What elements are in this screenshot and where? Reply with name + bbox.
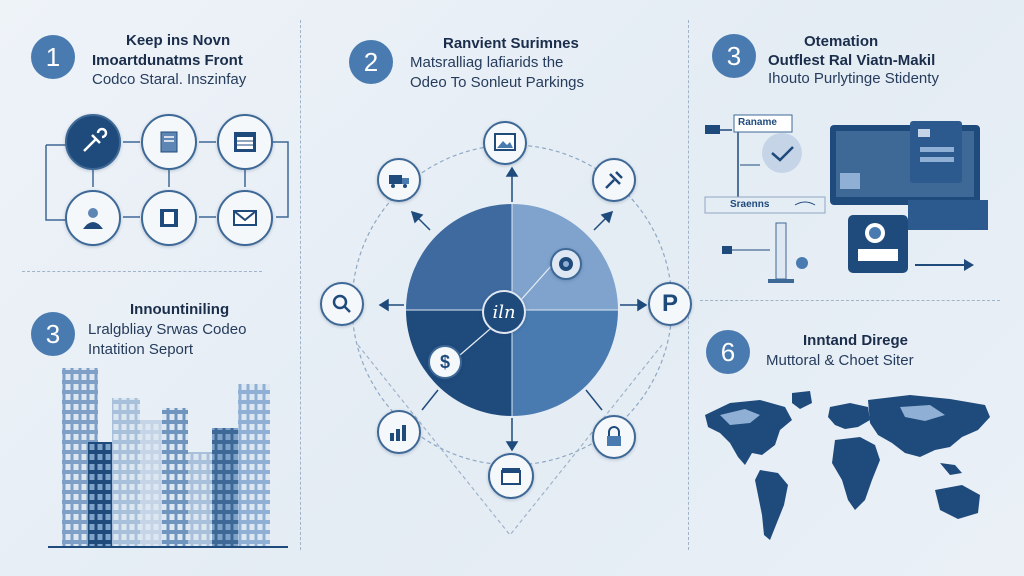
panel-subtitle-line1: Lralgbliay Srwas Codeo: [88, 321, 247, 338]
step-number-badge: 3: [31, 312, 75, 356]
document-icon: [141, 114, 197, 170]
panel-subtitle-line2: Ihouto Purlytinge Stidenty: [768, 70, 939, 87]
panel-title: Inntand Direge: [803, 332, 909, 349]
panel-title: Ranvient Surimnes: [443, 35, 579, 52]
divider-left: [300, 20, 301, 550]
mail-icon: [217, 190, 273, 246]
divider-left-horizontal: [22, 271, 262, 272]
label-top: Raname: [738, 117, 777, 128]
p-icon: P: [648, 282, 692, 326]
step-number-badge: 6: [706, 330, 750, 374]
divider-right-horizontal: [700, 300, 1000, 301]
network-icon: [550, 248, 582, 280]
truck-icon: [377, 158, 421, 202]
step-number-badge: 3: [712, 34, 756, 78]
panel-title: Otemation: [804, 33, 879, 50]
book-icon: [141, 190, 197, 246]
panel-subtitle: Codco Staral. Inszinfay: [92, 71, 247, 88]
tools-icon: [65, 114, 121, 170]
hub-center-logo: iln: [482, 290, 526, 334]
chart-icon: [377, 410, 421, 454]
label-mid: Sraenns: [730, 199, 770, 210]
image-icon: [483, 121, 527, 165]
panel-title: Innountiniling: [130, 301, 230, 318]
box-icon: [488, 453, 534, 499]
panel-subtitle: Muttoral & Choet Siter: [766, 352, 914, 369]
person-icon: [65, 190, 121, 246]
panel-subtitle-line1: Matsralliag lafiarids the: [410, 54, 564, 71]
panel-subtitle-line2: Intatition Seport: [88, 341, 194, 358]
city-skyline-illustration: [48, 368, 288, 548]
step-number-badge: 1: [31, 35, 75, 79]
panel-subtitle-line1: Outflest Ral Viatn-Makil: [768, 52, 936, 69]
divider-right: [688, 20, 689, 550]
hub-center-label: iln: [492, 301, 516, 323]
workflow-illustration: [704, 114, 988, 283]
panel-subtitle-line2: Odeo To Sonleut Parkings: [410, 74, 585, 91]
search-icon: [320, 282, 364, 326]
panel-title-line2: Imoartdunatms Front: [92, 52, 243, 69]
satellite-icon: [592, 158, 636, 202]
lock-icon: [592, 415, 636, 459]
flow-connectors: [45, 141, 289, 221]
dollar-icon: $: [428, 345, 462, 379]
world-map-illustration: [705, 391, 990, 540]
step-number-badge: 2: [349, 40, 393, 84]
panel-title-line1: Keep ins Novn: [126, 32, 231, 49]
calendar-icon: [217, 114, 273, 170]
